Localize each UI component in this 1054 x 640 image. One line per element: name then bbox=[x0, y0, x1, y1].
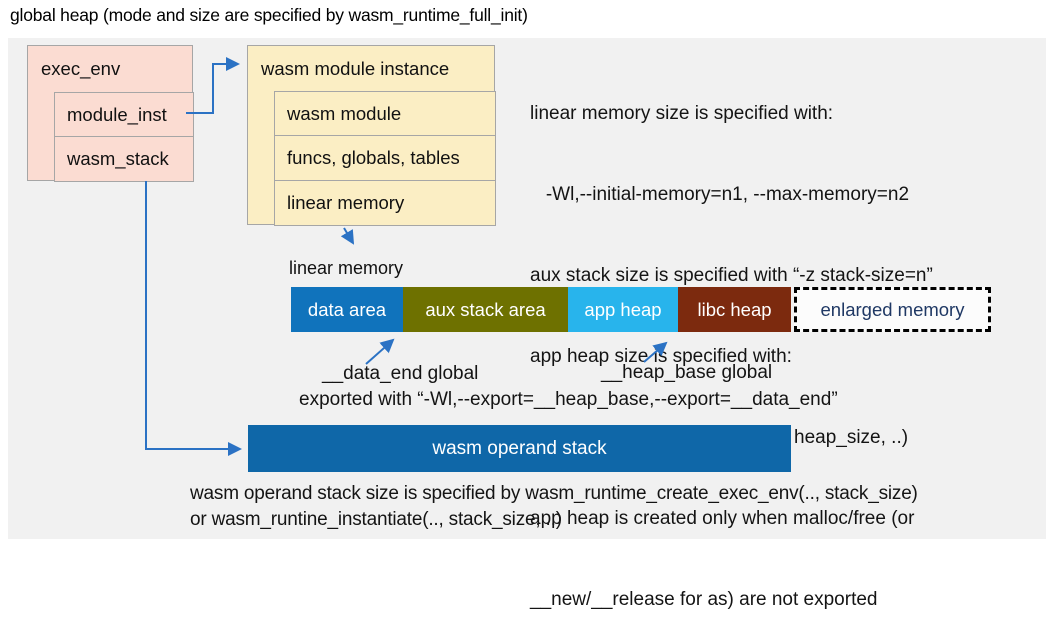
data-end-global-label: __data_end global bbox=[322, 363, 479, 384]
segment-libc-heap: libc heap bbox=[678, 287, 791, 332]
note-line: app heap size is specified with: bbox=[530, 346, 792, 367]
segment-enlarged-memory: enlarged memory bbox=[794, 287, 991, 332]
linear-memory-row: linear memory bbox=[274, 180, 496, 226]
segment-aux-stack-area: aux stack area bbox=[403, 287, 568, 332]
note-line: linear memory size is specified with: bbox=[530, 103, 834, 124]
wasm-module-row: wasm module bbox=[274, 91, 496, 136]
wasm-stack-row: wasm_stack bbox=[54, 136, 194, 182]
diagram-page: { "title": "global heap (mode and size a… bbox=[8, 5, 1046, 610]
heap-base-global-label: __heap_base global bbox=[601, 362, 773, 383]
segment-app-heap: app heap bbox=[568, 287, 678, 332]
memory-size-notes: linear memory size is specified with: -W… bbox=[530, 46, 1042, 640]
funcs-globals-tables-row: funcs, globals, tables bbox=[274, 135, 496, 181]
note-line: app heap is created only when malloc/fre… bbox=[530, 508, 915, 529]
segment-data-area: data area bbox=[291, 287, 403, 332]
page-title: global heap (mode and size are specified… bbox=[10, 5, 528, 25]
note-line: or wasm_runtine_instantiate(.., stack_si… bbox=[190, 509, 562, 530]
note-line: aux stack size is specified with “-z sta… bbox=[530, 265, 933, 286]
exported-with-label: exported with “-Wl,--export=__heap_base,… bbox=[299, 389, 838, 410]
linear-memory-caption: linear memory bbox=[289, 258, 404, 278]
wasm-module-instance-label: wasm module instance bbox=[261, 58, 450, 79]
note-line: __new/__release for as) are not exported bbox=[530, 589, 878, 610]
operand-stack-notes: wasm operand stack size is specified by … bbox=[190, 481, 918, 533]
exec-env-box: exec_env module_inst wasm_stack bbox=[27, 45, 194, 182]
note-line: -Wl,--initial-memory=n1, --max-memory=n2 bbox=[530, 184, 910, 205]
note-line: wasm operand stack size is specified by … bbox=[190, 483, 918, 504]
wasm-operand-stack-bar: wasm operand stack bbox=[248, 425, 791, 472]
wasm-module-instance-box: wasm module instance wasm module funcs, … bbox=[247, 45, 496, 226]
module-inst-row: module_inst bbox=[54, 92, 194, 137]
exec-env-label: exec_env bbox=[41, 58, 121, 79]
